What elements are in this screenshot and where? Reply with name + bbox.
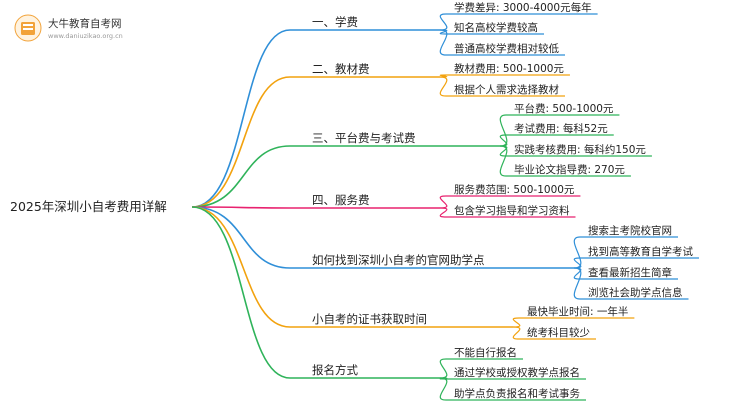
leaf-label[interactable]: 通过学校或授权教学点报名 <box>454 366 580 379</box>
leaf-label[interactable]: 浏览社会助学点信息 <box>588 286 683 299</box>
leaf-label[interactable]: 考试费用: 每科52元 <box>514 122 608 135</box>
branch-label[interactable]: 三、平台费与考试费 <box>312 131 416 145</box>
branch-child-link <box>439 358 448 379</box>
leaf-label[interactable]: 找到高等教育自学考试 <box>588 245 693 258</box>
branch-label[interactable]: 报名方式 <box>312 363 358 377</box>
root-branch-link <box>191 206 291 269</box>
leaf-label[interactable]: 学费差异: 3000-4000元每年 <box>454 1 592 14</box>
leaf-label[interactable]: 实践考核费用: 每科约150元 <box>514 143 646 156</box>
site-logo-title: 大牛教育自考网 <box>48 18 122 30</box>
branch-child-link <box>439 207 448 218</box>
branch-label[interactable]: 如何找到深圳小自考的官网助学点 <box>312 253 485 267</box>
root-branch-link <box>191 206 291 328</box>
leaf-label[interactable]: 服务费范围: 500-1000元 <box>454 183 575 196</box>
leaf-label[interactable]: 助学点负责报名和考试事务 <box>454 387 580 400</box>
leaf-label[interactable]: 普通高校学费相对较低 <box>454 42 559 55</box>
leaf-label[interactable]: 包含学习指导和学习资料 <box>454 204 570 217</box>
site-logo-url: www.daniuzikao.org.cn <box>48 32 123 40</box>
branch-child-link <box>499 114 508 147</box>
branch-label[interactable]: 小自考的证书获取时间 <box>312 312 427 326</box>
leaf-label[interactable]: 平台费: 500-1000元 <box>514 102 614 115</box>
branch-child-link <box>512 326 521 340</box>
mindmap-links <box>191 13 699 401</box>
branch-label[interactable]: 二、教材费 <box>312 62 370 76</box>
root-branch-link <box>191 76 291 208</box>
leaf-label[interactable]: 毕业论文指导费: 270元 <box>514 163 625 176</box>
branch-child-link <box>573 236 582 269</box>
leaf-label[interactable]: 搜索主考院校官网 <box>588 224 672 237</box>
leaf-label[interactable]: 统考科目较少 <box>527 326 590 339</box>
branch-child-link <box>439 13 448 31</box>
root-branch-link <box>191 145 291 208</box>
leaf-label[interactable]: 根据个人需求选择教材 <box>454 83 559 96</box>
book-logo-icon <box>14 14 42 42</box>
branch-child-link <box>439 195 448 209</box>
root-branch-link <box>191 206 291 379</box>
mindmap-nodes: 2025年深圳小自考费用详解 一、学费 学费差异: 3000-4000元每年知名高校… <box>10 1 693 400</box>
root-branch-link <box>191 206 291 209</box>
leaf-label[interactable]: 知名高校学费较高 <box>454 21 538 34</box>
branch-child-link <box>439 29 448 56</box>
branch-child-link <box>439 377 448 401</box>
branch-label[interactable]: 一、学费 <box>312 15 358 29</box>
root-branch-link <box>191 29 291 208</box>
site-logo[interactable]: 大牛教育自考网 www.daniuzikao.org.cn <box>14 12 154 48</box>
branch-label[interactable]: 四、服务费 <box>312 193 370 207</box>
leaf-label[interactable]: 查看最新招生简章 <box>588 266 672 279</box>
leaf-label[interactable]: 最快毕业时间: 一年半 <box>527 305 628 318</box>
leaf-label[interactable]: 教材费用: 500-1000元 <box>454 62 564 75</box>
branch-child-link <box>499 145 508 177</box>
branch-child-link <box>439 76 448 97</box>
branch-child-link <box>512 317 521 328</box>
branch-child-link <box>573 267 582 300</box>
root-topic: 2025年深圳小自考费用详解 <box>10 199 167 214</box>
leaf-label[interactable]: 不能自行报名 <box>454 346 517 359</box>
